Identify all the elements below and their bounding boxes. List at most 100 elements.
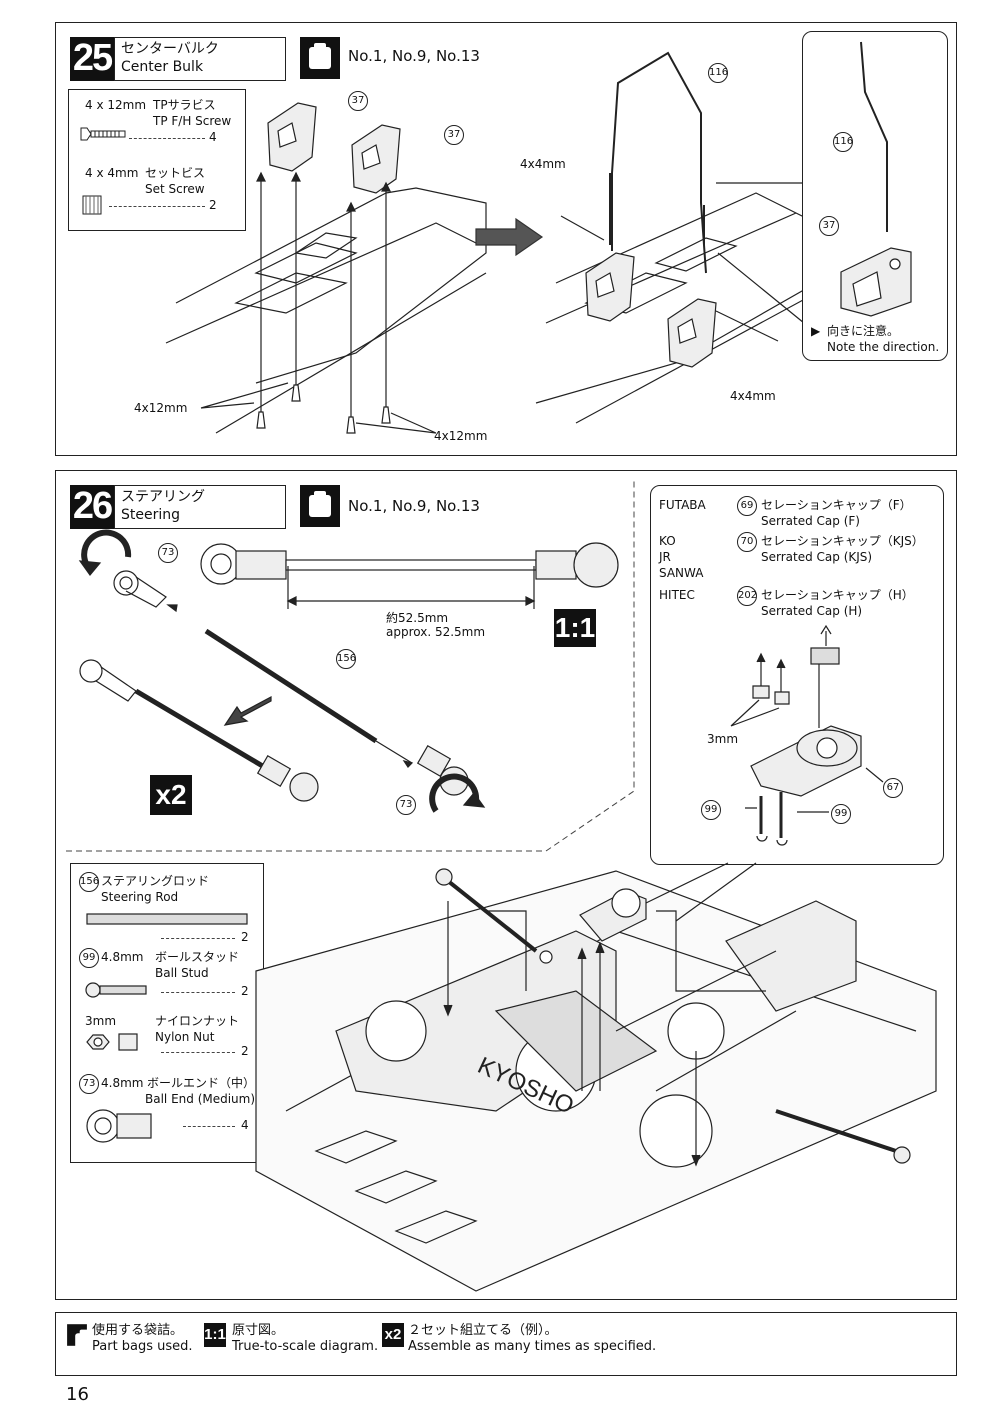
part-name-jp: セットビス <box>145 166 206 180</box>
chassis-assembly-drawing: KYOSHO <box>255 862 937 1292</box>
ball-stud-99-label: 99 <box>701 800 721 820</box>
rod-156-label: 156 <box>79 872 99 892</box>
legend-scale-jp: 原寸図。 <box>232 1323 285 1338</box>
cap-70-label: 70 <box>737 532 757 552</box>
brand-sanwa: SANWA <box>659 566 704 580</box>
note-en: Note the direction. <box>827 340 940 354</box>
step25-number: 25 <box>70 37 114 81</box>
servo-saver-67-label: 67 <box>883 778 903 798</box>
legend-bag-jp: 使用する袋詰。 <box>92 1323 184 1338</box>
cap-name-jp: セレーションキャップ（KJS） <box>761 534 924 548</box>
servo-cap-box: FUTABA 69 セレーションキャップ（F） Serrated Cap (F)… <box>650 485 944 865</box>
rod-length-jp: 約52.5mm <box>386 611 449 625</box>
brand-jr: JR <box>659 550 671 564</box>
cap-name-en: Serrated Cap (KJS) <box>761 550 873 564</box>
part-qty: 4 <box>209 130 217 144</box>
cap-name-jp: セレーションキャップ（H） <box>761 588 914 602</box>
brand-futaba: FUTABA <box>659 498 706 512</box>
rod-assembly-drawing <box>78 529 619 813</box>
bag-icon <box>300 485 340 527</box>
part-37-label: 37 <box>819 216 839 236</box>
legend-panel: 使用する袋詰。 Part bags used. 1:1 原寸図。 True-to… <box>55 1312 957 1376</box>
brand-hitec: HITEC <box>659 588 695 602</box>
legend-x2-en: Assemble as many times as specified. <box>408 1339 657 1354</box>
step26-bags: No.1, No.9, No.13 <box>348 497 480 515</box>
part-size: 4 x 12mm <box>85 98 147 112</box>
part-name-en: Steering Rod <box>101 890 179 904</box>
part-name-en: Ball Stud <box>155 966 209 980</box>
part-name-jp: ステアリングロッド <box>101 874 210 888</box>
legend-x2-jp: ２セット組立てる（例）。 <box>408 1323 558 1338</box>
step26-title: ステアリング Steering <box>114 485 286 529</box>
ball-end-73-label: 73 <box>79 1074 99 1094</box>
part-name-jp: ボールスタッド <box>155 950 240 964</box>
note-arrow-icon: ▶ <box>811 324 821 338</box>
assemble-x2-icon: x2 <box>150 775 192 815</box>
set-screw-icon <box>82 195 102 215</box>
step25-drawing <box>165 51 817 434</box>
step25-bags: No.1, No.9, No.13 <box>348 47 480 65</box>
part-size: 3mm <box>85 1014 117 1028</box>
cap-202-label: 202 <box>737 586 757 606</box>
brand-ko: KO <box>659 534 676 548</box>
note-jp: 向きに注意。 <box>827 324 900 338</box>
screw-fh-icon <box>80 127 126 141</box>
part-name-jp: TPサラビス <box>153 98 216 112</box>
ball-end-73-label: 73 <box>158 543 178 563</box>
part-size: 4.8mm <box>101 1076 144 1090</box>
part-name-en: TP F/H Screw <box>153 114 232 128</box>
screw-label: 4x12mm <box>434 429 488 443</box>
bag-icon <box>67 1324 96 1354</box>
part-name-en: Ball End (Medium) <box>145 1092 256 1106</box>
step25-panel: 25 センターバルク Center Bulk No.1, No.9, No.13… <box>55 22 957 456</box>
cap-69-label: 69 <box>737 496 757 516</box>
qty-leader <box>183 1126 235 1127</box>
part-qty: 2 <box>209 198 217 212</box>
step26-number: 26 <box>70 485 114 529</box>
ball-stud-99-label: 99 <box>79 948 99 968</box>
qty-leader <box>161 992 235 993</box>
step25-title-en: Center Bulk <box>121 59 204 75</box>
qty-leader <box>129 138 205 139</box>
direction-note-box: 116 37 ▶ 向きに注意。 Note the direction. <box>802 31 948 361</box>
cap-name-jp: セレーションキャップ（F） <box>761 498 912 512</box>
part-size: 4 x 4mm <box>85 166 139 180</box>
step26-panel: 26 ステアリング Steering No.1, No.9, No.13 <box>55 470 957 1300</box>
page-number: 16 <box>66 1384 89 1405</box>
part-name-jp: ボールエンド（中） <box>147 1076 256 1090</box>
rod-icon <box>86 913 248 925</box>
part-37-label: 37 <box>348 91 368 111</box>
part-116-label: 116 <box>833 132 853 152</box>
part-qty: 2 <box>241 1044 249 1058</box>
qty-leader <box>161 1052 235 1053</box>
parts-icons <box>85 913 248 1143</box>
section-divider <box>66 481 635 852</box>
part-qty: 2 <box>241 984 249 998</box>
servo-saver-drawing <box>730 624 884 846</box>
true-scale-icon: 1:1 <box>554 609 596 647</box>
bag-icon <box>300 37 340 79</box>
ball-end-73-label: 73 <box>396 795 416 815</box>
part-name-jp: ナイロンナット <box>155 1014 240 1028</box>
post-detail-drawing <box>840 41 912 317</box>
part-116-label: 116 <box>708 63 728 83</box>
step25-title-jp: センターバルク <box>121 41 219 57</box>
qty-leader <box>109 206 205 207</box>
part-size: 4.8mm <box>101 950 144 964</box>
screw-label: 4x12mm <box>134 401 188 415</box>
qty-leader <box>161 938 235 939</box>
step26-title-en: Steering <box>121 507 181 523</box>
cap-name-en: Serrated Cap (H) <box>761 604 863 618</box>
assemble-x2-icon: x2 <box>382 1323 404 1347</box>
rod-length-en: approx. 52.5mm <box>386 625 486 639</box>
ball-stud-99-label: 99 <box>831 804 851 824</box>
cap-name-en: Serrated Cap (F) <box>761 514 860 528</box>
part-37-label: 37 <box>444 125 464 145</box>
step25-title: センターバルク Center Bulk <box>114 37 286 81</box>
step26-title-jp: ステアリング <box>121 489 205 505</box>
true-scale-icon: 1:1 <box>204 1323 226 1347</box>
part-name-en: Nylon Nut <box>155 1030 215 1044</box>
part-qty: 2 <box>241 930 249 944</box>
legend-bag-en: Part bags used. <box>92 1339 193 1354</box>
step25-parts-box: 4 x 12mm TPサラビス TP F/H Screw 4 4 x 4mm セ… <box>68 89 246 231</box>
